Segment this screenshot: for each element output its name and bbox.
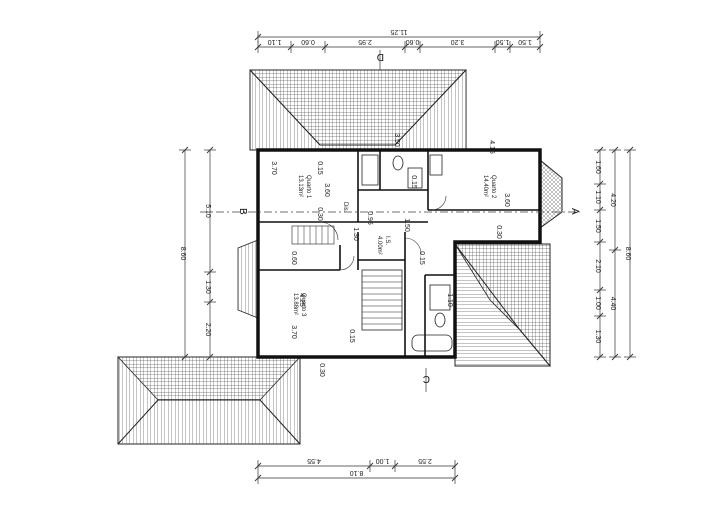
interior-dimension-label: 0.30 (316, 207, 323, 221)
dimension-label: 2.20 (204, 323, 211, 337)
interior-dimension-label: 0.15 (418, 251, 425, 265)
dimension-label: 8.10 (350, 469, 364, 476)
dimension-left-chain: 5.10 1.30 2.20 (204, 146, 216, 361)
axis-label-right: A (569, 208, 580, 215)
dimension-label: 4.20 (609, 193, 616, 207)
dimension-label: 1.60 (594, 160, 601, 174)
dimension-top-chain: 1.10 0.60 2.95 0.60 3.20 1.50 1.50 (254, 38, 544, 53)
room-name-quarto-1: Quarto 1 (305, 175, 311, 199)
dimension-right-total: 8.60 (624, 146, 636, 361)
door-swings (319, 195, 447, 271)
interior-dimension-label: 0.15 (348, 329, 355, 343)
walls (256, 148, 542, 359)
axis-markers: D C B A (237, 50, 580, 392)
dimension-right-chain: 1.60 1.10 1.50 2.10 1.00 1.30 (594, 146, 606, 361)
bathroom-fixtures-bottom (411, 284, 453, 352)
interior-dimension-label: 1.50 (403, 218, 410, 232)
interior-dimension-label: 3.50 (393, 133, 400, 147)
roof-bay-left (237, 239, 259, 319)
bathroom-fixtures-top (361, 154, 443, 189)
dimension-label: 1.50 (518, 38, 532, 45)
dimension-left-total: 8.60 (179, 146, 191, 361)
dimension-label: 0.60 (301, 38, 315, 45)
interior-dimension-label: 3.60 (503, 193, 510, 207)
dimension-bottom-chain: 4.55 1.00 2.55 (254, 457, 459, 472)
dimension-label: 5.10 (204, 204, 211, 218)
interior-dimension-label: 0.15 (316, 161, 323, 175)
room-area-quarto-1: 13.13m² (297, 175, 303, 197)
dimension-label: 1.10 (594, 190, 601, 204)
room-labels: Quarto 1 13.13m² Quarto 2 14.40m² Quarto… (292, 175, 496, 317)
interior-dimension-label: 0.15 (410, 175, 417, 189)
room-area-quarto-2: 14.40m² (482, 175, 488, 197)
room-area-quarto-3: 13.88m² (292, 293, 298, 315)
dimension-right-sub: 4.20 4.40 (609, 146, 621, 361)
dimension-label: 0.60 (406, 38, 420, 45)
interior-dimension-label: 4.25 (298, 293, 305, 307)
room-area-is: 4.00m² (376, 236, 382, 255)
dimension-label: 2.55 (418, 457, 432, 464)
room-name-quarto-2: Quarto 2 (490, 175, 496, 199)
interior-dimension-label: 1.30 (352, 227, 359, 241)
roof-bottom-left (117, 356, 301, 445)
dimension-label: 1.50 (594, 219, 601, 233)
dimension-label: 4.55 (307, 457, 321, 464)
dimension-label: 8.60 (179, 247, 186, 261)
dimension-label: 1.00 (376, 457, 390, 464)
dimension-label: 3.20 (451, 38, 465, 45)
staircase (291, 225, 403, 331)
dimension-label: 11.25 (390, 28, 407, 35)
interior-dimension-label: 0.60 (290, 251, 297, 265)
axis-label-bottom: C (423, 373, 430, 384)
axis-label-left: B (237, 208, 248, 215)
interior-dimension-label: 0.95 (366, 211, 373, 225)
axis-label-top: D (377, 51, 384, 62)
dimension-label: 1.30 (204, 280, 211, 294)
dimension-label: 1.30 (594, 330, 601, 344)
dimension-label: 2.10 (594, 259, 601, 273)
dimension-label: 2.95 (358, 38, 372, 45)
dimension-label: 8.60 (624, 247, 631, 261)
room-name-quarto-3: Quarto 3 (300, 293, 306, 317)
dimension-label: 1.00 (594, 296, 601, 310)
interior-dimensions: 3.70 0.15 3.60 0.30 0.95 4.15 3.60 0.30 4.25 3.70… (270, 133, 510, 377)
interior-dimension-label: 3.70 (270, 161, 277, 175)
interior-dimension-label: 0.30 (495, 225, 502, 239)
dimension-label: 1.50 (496, 38, 510, 45)
room-name-dis: Dis. (342, 202, 348, 213)
dimension-label: 1.10 (268, 38, 282, 45)
room-name-is: I.S. (384, 236, 390, 245)
interior-dimension-label: 4.15 (488, 140, 495, 154)
interior-dimension-label: 1.10 (446, 293, 453, 307)
interior-dimension-label: 3.70 (290, 325, 297, 339)
interior-dimension-label: 0.30 (318, 363, 325, 377)
bay-window-right (539, 158, 563, 229)
roof-top (249, 69, 467, 151)
interior-dimension-label: 3.60 (323, 183, 330, 197)
dimension-bottom-total: 8.10 (254, 469, 459, 484)
dimension-label: 4.40 (609, 297, 616, 311)
roof-right (454, 243, 551, 368)
